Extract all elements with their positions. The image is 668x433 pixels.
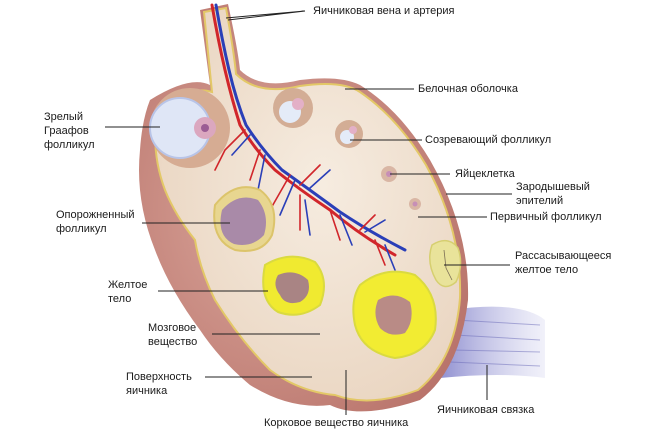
primary-follicles <box>381 166 421 210</box>
label-regressing-corpus-luteum: Рассасывающееся желтое тело <box>515 250 612 276</box>
label-empty-follicle: Опорожненный фолликул <box>56 209 135 235</box>
corpus-luteum-large <box>352 270 437 360</box>
label-tunica-albuginea: Белочная оболочка <box>418 83 518 95</box>
label-ovarian-vessels: Яичниковая вена и артерия <box>313 5 455 17</box>
label-ovary-surface: Поверхность яичника <box>126 371 192 397</box>
label-medulla: Мозговое вещество <box>148 322 198 348</box>
empty-follicle <box>213 186 276 252</box>
ovarian-ligament <box>440 306 545 378</box>
label-mature-graafian-follicle: Зрелый Граафов фолликул <box>44 111 95 151</box>
label-primary-follicle: Первичный фолликул <box>490 211 602 223</box>
corpus-luteum <box>262 255 325 316</box>
ovarian-vessels <box>210 3 407 271</box>
label-germinal-epithelium: Зародышевый эпителий <box>516 181 590 207</box>
label-ovarian-ligament: Яичниковая связка <box>437 404 535 416</box>
label-oocyte: Яйцеклетка <box>455 168 515 180</box>
label-corpus-luteum: Желтое тело <box>108 279 148 305</box>
regressing-corpus-luteum <box>429 239 462 288</box>
label-ovarian-cortex: Корковое вещество яичника <box>264 417 409 429</box>
graafian-follicle <box>149 88 230 168</box>
label-maturing-follicle: Созревающий фолликул <box>425 134 552 146</box>
leader-lines <box>105 10 512 415</box>
